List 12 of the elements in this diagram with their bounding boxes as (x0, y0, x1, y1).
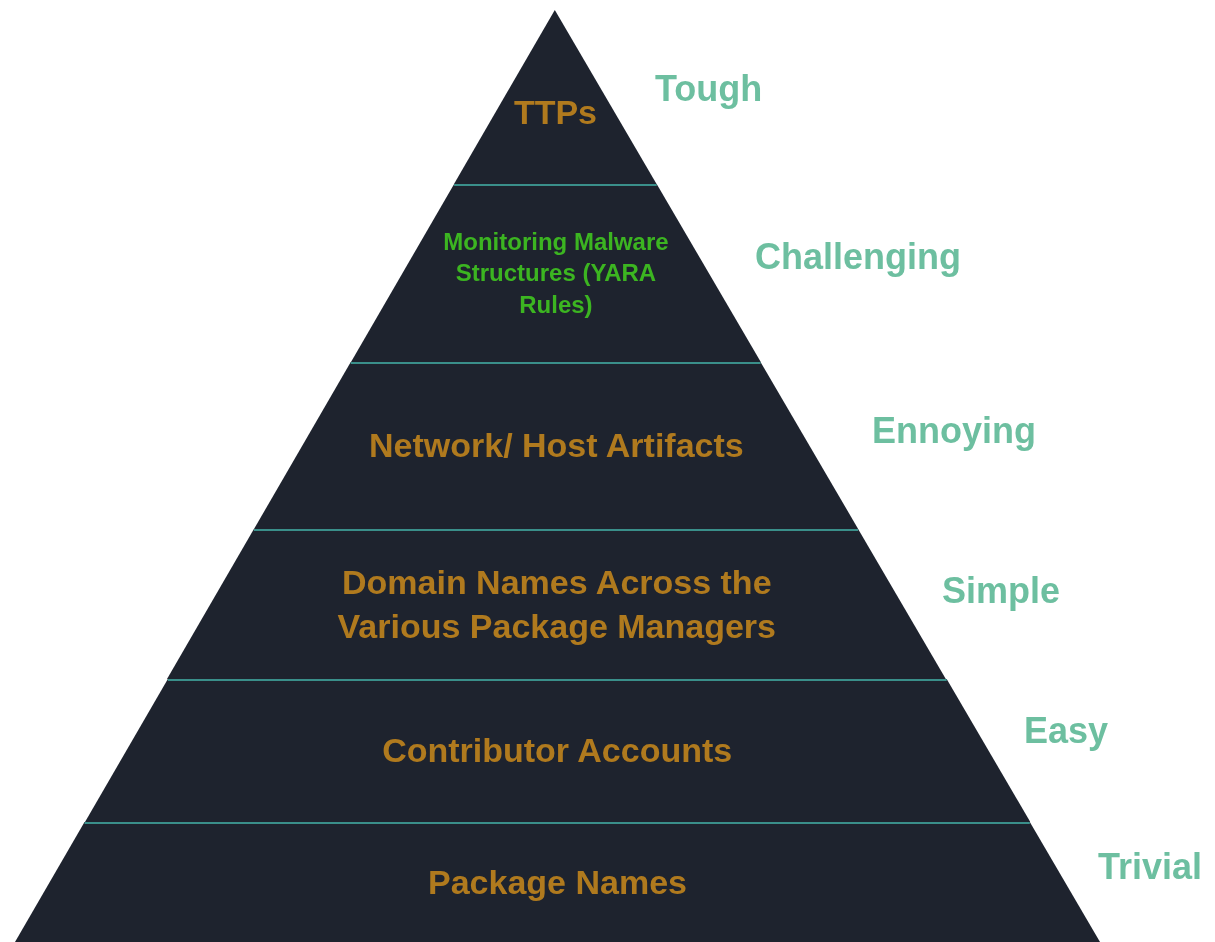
difficulty-label: Ennoying (872, 410, 1036, 452)
tier-label: Monitoring Malware Structures (YARA Rules) (442, 227, 670, 320)
tier-label: Network/ Host Artifacts (369, 425, 744, 467)
difficulty-label: Easy (1024, 710, 1109, 752)
difficulty-label: Tough (655, 68, 763, 110)
tier-label: Contributor Accounts (382, 730, 733, 772)
difficulty-label: Challenging (755, 236, 961, 278)
tier-label: TTPs (513, 91, 597, 133)
tier-label: Package Names (428, 861, 687, 903)
difficulty-label: Simple (942, 570, 1061, 612)
difficulty-label: Trivial (1098, 846, 1203, 888)
tier-label: Domain Names Across the Various Package Managers (336, 561, 777, 647)
